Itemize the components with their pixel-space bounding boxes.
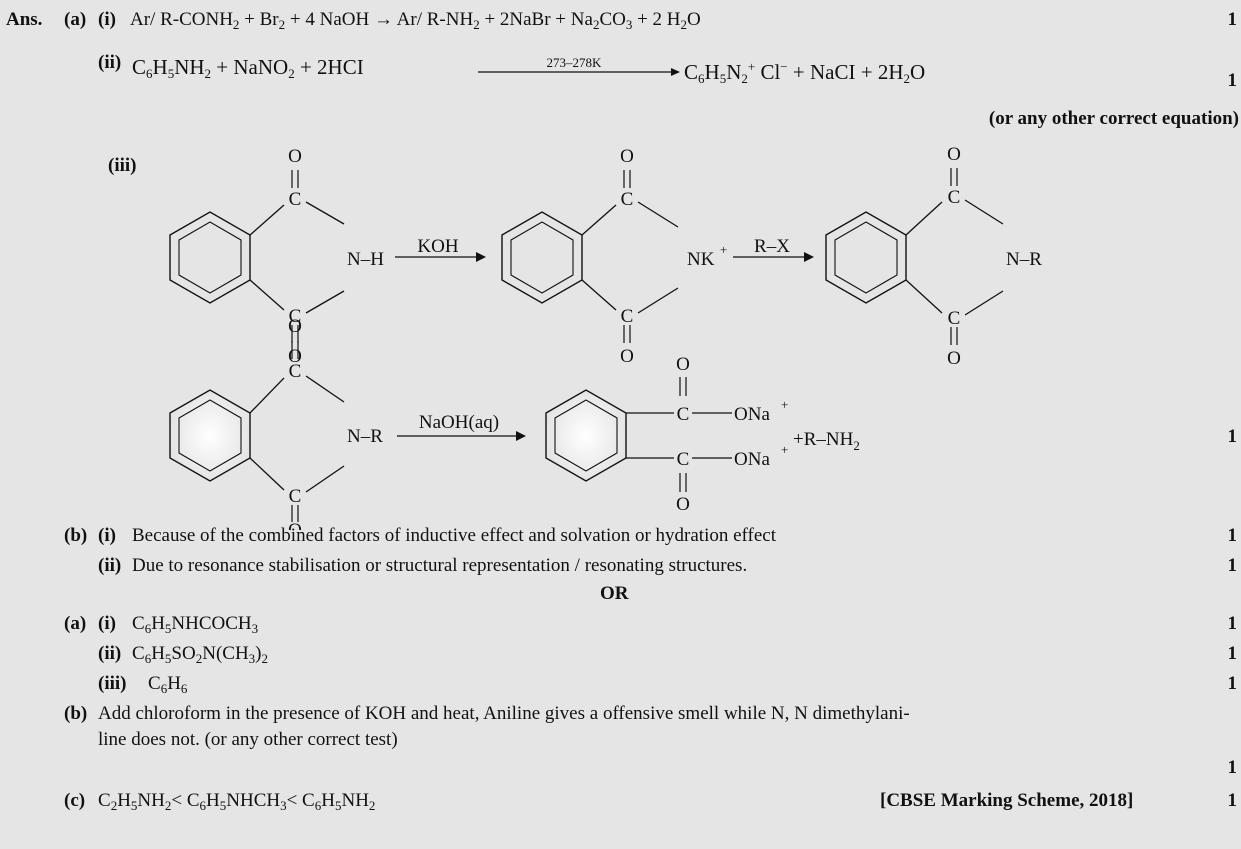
mark-a-iii: 1 bbox=[1227, 426, 1238, 447]
plus-charge: + bbox=[720, 242, 727, 257]
amine-product: +R–NH2 bbox=[793, 429, 860, 453]
carbon-atom: C bbox=[948, 308, 961, 329]
nh-group: N–H bbox=[347, 249, 384, 270]
ona-group: ONa bbox=[734, 404, 770, 425]
temperature-label: 273–278K bbox=[547, 56, 603, 70]
sodium-phthalate: O C C O ONa + ONa + +R–NH2 bbox=[545, 354, 860, 515]
answer-b-ii: Due to resonance stabilisation or struct… bbox=[132, 555, 748, 576]
answer-or-b-line2: line does not. (or any other correct tes… bbox=[98, 729, 398, 750]
answer-or-a-iii: C6H6 bbox=[148, 673, 188, 696]
answer-b-i: Because of the combined factors of induc… bbox=[132, 525, 777, 546]
answer-or-c: C2H5NH2< C6H5NHCH3< C6H5NH2 bbox=[98, 790, 376, 813]
gabriel-synthesis-diagram: O C C O N–H KOH O C C O bbox=[169, 144, 1042, 530]
source-citation: [CBSE Marking Scheme, 2018] bbox=[880, 790, 1134, 811]
oxygen-atom: O bbox=[676, 494, 690, 515]
or-sub-iii-label: (iii) bbox=[98, 673, 127, 694]
oxygen-atom: O bbox=[288, 316, 302, 337]
plus-charge: + bbox=[781, 397, 788, 412]
answer-or-a-i: C6H5NHCOCH3 bbox=[132, 613, 259, 636]
ona-group: ONa bbox=[734, 449, 770, 470]
carbon-atom: C bbox=[677, 449, 690, 470]
carbon-atom: C bbox=[677, 404, 690, 425]
nr-group: N–R bbox=[347, 426, 383, 447]
arrow-koh: KOH bbox=[395, 236, 486, 262]
reagent-naoh: NaOH(aq) bbox=[419, 412, 499, 433]
sub-iii-label: (iii) bbox=[108, 155, 137, 176]
oxygen-atom: O bbox=[947, 144, 961, 165]
n-alkylphthalimide: O C C O N–R bbox=[825, 144, 1042, 369]
other-equation-note: (or any other correct equation) bbox=[988, 108, 1239, 129]
arrow-rx: R–X bbox=[733, 236, 814, 262]
sub-i-label: (i) bbox=[98, 9, 116, 30]
equation-a-i: Ar/ R-CONH2 + Br2 + 4 NaOH → Ar/ R-NH2 +… bbox=[130, 9, 701, 32]
potassium-phthalimide: O C C O NK + bbox=[501, 146, 727, 367]
reagent-rx: R–X bbox=[754, 236, 790, 257]
nr-group: N–R bbox=[1006, 249, 1042, 270]
or-part-c-label: (c) bbox=[64, 790, 86, 811]
carbon-atom: C bbox=[289, 486, 302, 507]
or-part-b-label: (b) bbox=[64, 703, 88, 724]
mark-b-ii: 1 bbox=[1227, 555, 1238, 576]
or-part-a-label: (a) bbox=[64, 613, 87, 634]
oxygen-atom: O bbox=[620, 346, 634, 367]
answer-or-b-line1: Add chloroform in the presence of KOH an… bbox=[98, 703, 910, 724]
mark-or-a-iii: 1 bbox=[1227, 673, 1238, 694]
or-sub-ii-label: (ii) bbox=[98, 643, 122, 664]
mark-b-i: 1 bbox=[1227, 525, 1238, 546]
carbon-atom: C bbox=[948, 187, 961, 208]
carbon-atom: C bbox=[289, 189, 302, 210]
or-separator: OR bbox=[600, 583, 629, 604]
sub-ii-label: (ii) bbox=[98, 52, 122, 73]
sub-b-i-label: (i) bbox=[98, 525, 116, 546]
reaction-arrow-diazotisation: 273–278K bbox=[478, 56, 680, 76]
mark-or-a-ii: 1 bbox=[1227, 643, 1238, 664]
sub-b-ii-label: (ii) bbox=[98, 555, 122, 576]
phthalimide: O C C O N–H bbox=[169, 146, 384, 367]
oxygen-atom: O bbox=[288, 146, 302, 167]
or-sub-i-label: (i) bbox=[98, 613, 116, 634]
plus-charge: + bbox=[781, 442, 788, 457]
nk-group: NK bbox=[687, 249, 715, 270]
part-a-label: (a) bbox=[64, 9, 87, 30]
mark-a-ii: 1 bbox=[1227, 70, 1238, 91]
carbon-atom: C bbox=[289, 306, 302, 327]
equation-a-ii-product: C6H5N2+ Cl− + NaCI + 2H2O bbox=[684, 59, 926, 86]
mark-or-c: 1 bbox=[1227, 790, 1238, 811]
oxygen-atom: O bbox=[288, 520, 302, 530]
carbon-atom: C bbox=[621, 189, 634, 210]
ans-label: Ans. bbox=[6, 9, 43, 30]
mark-or-a-i: 1 bbox=[1227, 613, 1238, 634]
oxygen-atom: O bbox=[620, 146, 634, 167]
arrow-naoh: NaOH(aq) bbox=[397, 412, 526, 441]
carbon-atom: C bbox=[621, 306, 634, 327]
carbon-atom: C bbox=[289, 361, 302, 382]
oxygen-atom: O bbox=[676, 354, 690, 375]
oxygen-atom: O bbox=[947, 348, 961, 369]
mark-a-i: 1 bbox=[1227, 9, 1238, 30]
part-b-label: (b) bbox=[64, 525, 88, 546]
equation-a-ii: C6H5NH2 + NaNO2 + 2HCI bbox=[132, 55, 364, 81]
mark-or-b: 1 bbox=[1227, 757, 1238, 778]
n-alkylphthalimide-reactant: O C C O N–R bbox=[169, 316, 383, 530]
answer-or-a-ii: C6H5SO2N(CH3)2 bbox=[132, 643, 268, 666]
reagent-koh: KOH bbox=[417, 236, 458, 257]
